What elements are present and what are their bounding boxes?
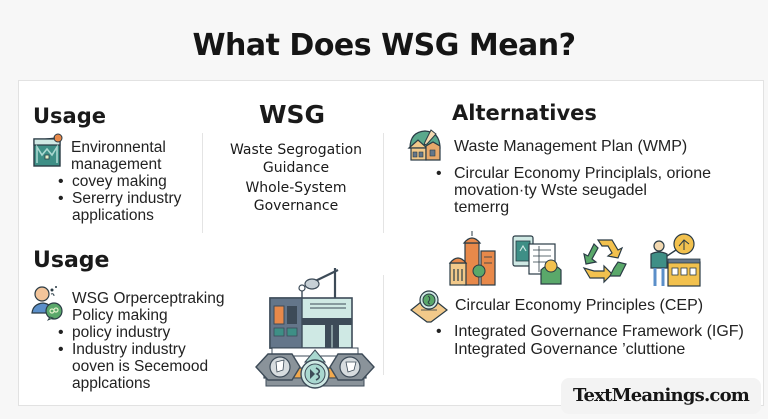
wsg-heading: WSG — [258, 100, 326, 129]
meaning-1-line-2: Guidance — [262, 160, 330, 176]
usage-bottom-bullet-1: policy industry — [56, 324, 236, 341]
alt-bottom-bullet-line-1: Integrated Governance Framework (IGF) — [434, 323, 754, 341]
meaning-1-line-1: Waste Segrogation — [229, 142, 363, 158]
usage-bottom-continuation-1: ooven is Secemood — [72, 358, 209, 375]
usage-bottom-bullet-2: Industry industry — [56, 341, 236, 358]
divider-right-top — [383, 133, 384, 233]
usage-bottom-heading: Usage — [33, 248, 110, 273]
house-plan-icon — [407, 128, 443, 162]
alt-top-bullet-line-1: Circular Economy Principlals, orione — [434, 165, 734, 182]
meaning-2-line-1: Whole-System — [245, 180, 347, 196]
recycle-arrows-icon — [580, 236, 630, 284]
alt-top-bullet-line-3: temerrg — [454, 199, 510, 216]
alt-bottom-label: Circular Economy Principles (CEP) — [455, 297, 704, 314]
usage-bottom-lead-line-1: WSG Orperceptraking — [72, 290, 225, 307]
factory-machine-icon — [250, 262, 380, 390]
meaning-2-line-2: Governance — [253, 198, 339, 214]
usage-top-bullet-2: Sererry industry — [56, 190, 206, 207]
usage-bottom-lead-line-2: Policy making — [72, 307, 168, 324]
environmental-building-icon — [33, 133, 63, 167]
alt-bottom-bullet-line-2: Integrated Governance ’cluttione — [454, 341, 686, 358]
divider-right-bottom — [383, 275, 384, 375]
city-buildings-icon — [448, 231, 498, 287]
recycling-document-icon — [511, 234, 567, 286]
usage-top-continuation: applications — [72, 207, 154, 224]
usage-top-bullet-1: covey making — [56, 173, 206, 190]
usage-top-lead-line-1: Environnental — [71, 139, 166, 156]
alt-top-label: Waste Management Plan (WMP) — [454, 138, 688, 155]
alternatives-heading: Alternatives — [452, 101, 597, 125]
page-title: What Does WSG Mean? — [192, 28, 576, 63]
presenter-building-icon — [646, 232, 702, 288]
usage-top-heading: Usage — [33, 104, 106, 128]
watermark-logo: TextMeanings.com — [561, 378, 761, 414]
globe-box-icon — [409, 288, 449, 324]
usage-bottom-continuation-2: applcations — [72, 375, 151, 392]
alt-top-bullet-line-2: movation·ty Wste seugadel — [454, 182, 647, 199]
usage-top-lead-line-2: management — [71, 156, 162, 173]
person-chat-icon — [30, 283, 66, 321]
